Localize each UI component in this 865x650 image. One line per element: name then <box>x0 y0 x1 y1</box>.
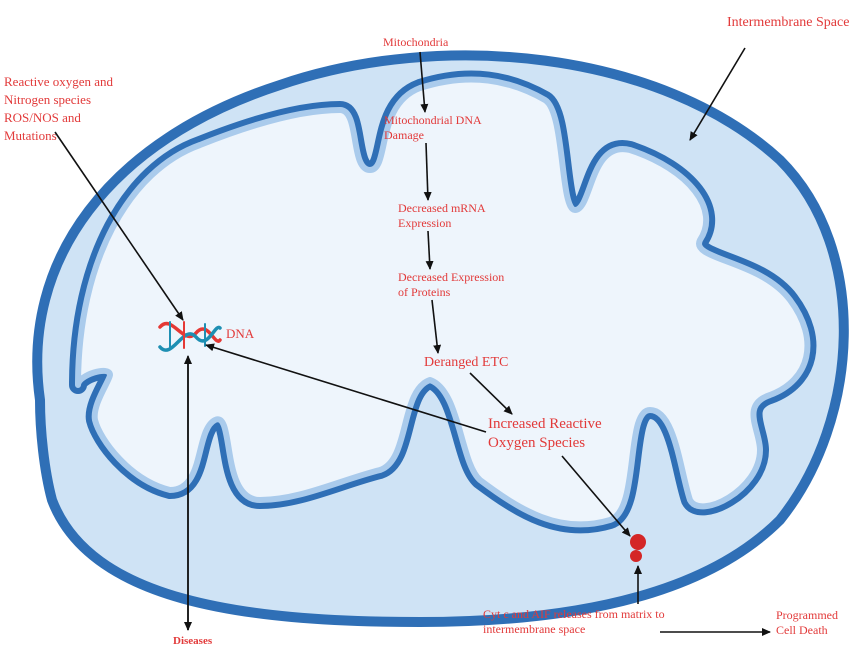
label-decreased-proteins: Decreased Expression of Proteins <box>398 270 504 299</box>
arrow-protein-to-etc <box>431 299 442 354</box>
label-ros-nos: Reactive oxygen and Nitrogen species ROS… <box>4 74 114 143</box>
arrow-mrna-to-protein <box>425 230 434 270</box>
protein-line-1: Decreased Expression <box>398 270 504 284</box>
pd-line-2: Cell Death <box>776 623 828 637</box>
arrow-ros-to-blob <box>561 455 631 537</box>
ros-line-3: ROS/NOS and <box>4 110 81 125</box>
inner-membrane-core <box>75 76 811 528</box>
cyt-line-1: Cyt c and AIF releases from matrix to <box>483 607 665 621</box>
arrow-etc-to-ros <box>469 372 513 415</box>
pd-line-1: Programmed <box>776 608 838 622</box>
cyt-line-2: intermembrane space <box>483 622 585 636</box>
ros-line-2: Nitrogen species <box>4 92 91 107</box>
mrna-line-2: Expression <box>398 216 451 230</box>
label-increased-ros: Increased Reactive Oxygen Species <box>488 416 602 451</box>
arrow-damage-to-mrna <box>423 142 432 201</box>
inc-ros-line-1: Increased Reactive <box>488 416 602 432</box>
label-mitochondria: Mitochondria <box>383 35 449 49</box>
arrow-ros-to-dna <box>54 131 184 321</box>
label-mt-dna-damage: Mitochondrial DNA Damage <box>384 113 482 142</box>
arrow-intermembrane <box>689 47 746 141</box>
label-dna: DNA <box>226 326 255 341</box>
ros-line-4: Mutations <box>4 128 57 143</box>
label-cyt-c: Cyt c and AIF releases from matrix to in… <box>483 607 665 636</box>
ros-line-1: Reactive oxygen and <box>4 74 114 89</box>
label-intermembrane-space: Intermembrane Space <box>727 15 849 30</box>
mt-dna-line-1: Mitochondrial DNA <box>384 113 482 127</box>
label-decreased-mrna: Decreased mRNA Expression <box>398 201 486 230</box>
arrow-mito-to-damage <box>419 51 429 113</box>
label-deranged-etc: Deranged ETC <box>424 355 508 370</box>
mt-dna-line-2: Damage <box>384 128 424 142</box>
dna-helix-icon <box>158 321 222 352</box>
cytochrome-c-icon <box>630 534 646 562</box>
label-programmed-death: Programmed Cell Death <box>776 608 838 637</box>
arrow-ros-to-dna-back <box>205 343 487 433</box>
inc-ros-line-2: Oxygen Species <box>488 435 585 451</box>
label-diseases: Diseases <box>173 635 213 647</box>
arrows <box>54 47 771 636</box>
protein-line-2: of Proteins <box>398 285 451 299</box>
mrna-line-1: Decreased mRNA <box>398 201 486 215</box>
